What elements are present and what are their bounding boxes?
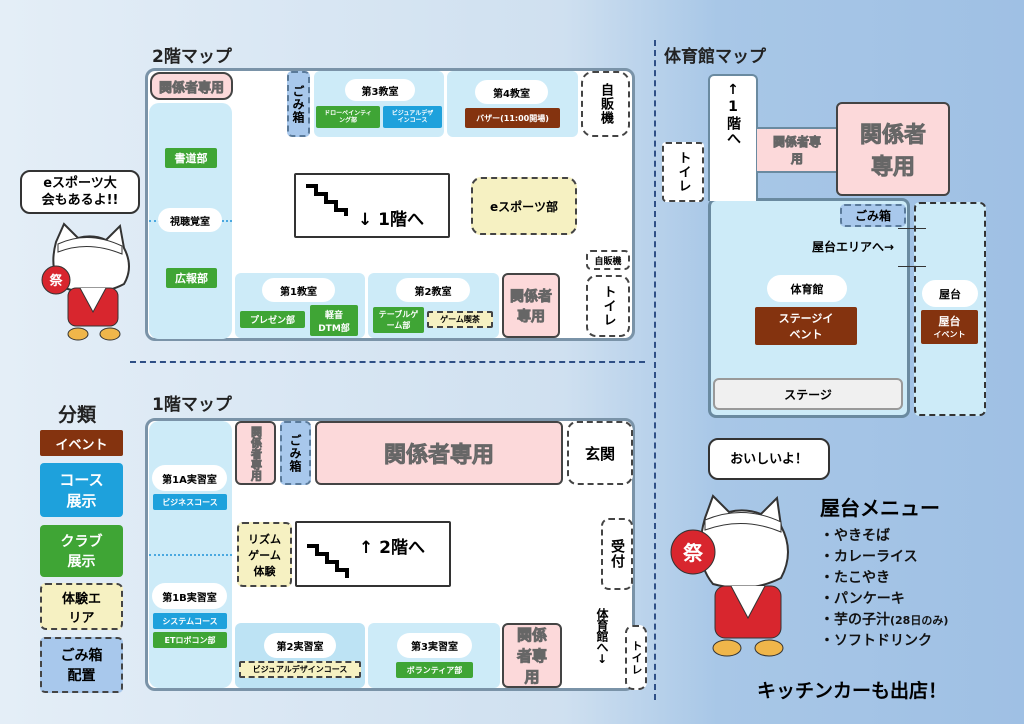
av-room-label: 視聴覚室 <box>158 208 222 232</box>
stall-event-title: 屋台 <box>938 315 961 328</box>
menu-item-note: (28日のみ) <box>890 614 949 627</box>
doorway-mark <box>898 228 926 229</box>
legend-title: 分類 <box>58 404 97 426</box>
light-music-dtm-club: 軽音DTM部 <box>310 305 358 336</box>
legend-course: コース展示 <box>40 463 123 517</box>
stall-label: 屋台 <box>922 280 978 307</box>
toilet: トイレ <box>586 275 630 337</box>
dotted-divider <box>149 554 232 556</box>
floor1-title: 1階マップ <box>152 395 232 415</box>
visual-design-course: ビジュアルデザインコース <box>239 661 361 678</box>
fan-lettering: 祭 <box>682 541 704 565</box>
lab-1b-label: 第1B実習室 <box>152 583 227 609</box>
esports-speech-bubble: eスポーツ大会もあるよ!! <box>20 170 140 214</box>
menu-item: ・カレーライス <box>820 549 918 565</box>
gym-label: 体育館 <box>767 275 847 302</box>
trash-bin: ごみ箱 <box>287 71 310 137</box>
stairs-icon <box>306 184 348 216</box>
calligraphy-club: 書道部 <box>165 148 217 168</box>
to-stall-area-label[interactable]: 屋台エリアへ→ <box>812 240 895 254</box>
menu-item: ・たこやき <box>820 570 890 586</box>
legend-experience: 体験エリア <box>40 583 123 630</box>
legend-trash: ごみ箱配置 <box>40 637 123 693</box>
staff-only-area: 関係者専用 <box>502 273 560 338</box>
classroom-4-label: 第4教室 <box>475 80 548 104</box>
toilet: トイレ <box>625 625 647 690</box>
menu-item: ・芋の子汁(28日のみ) <box>820 610 948 631</box>
stall-menu-title: 屋台メニュー <box>820 496 940 520</box>
reception: 受付 <box>601 518 633 590</box>
stairs-to-floor1[interactable]: ↑1階へ <box>708 74 758 201</box>
stall-event: 屋台 イベント <box>921 310 978 344</box>
stairs-up[interactable]: ↑ 2階へ <box>295 521 451 587</box>
gym-title: 体育館マップ <box>664 47 766 67</box>
doorway-mark <box>898 266 926 267</box>
to-gym-label[interactable]: 体育館へ↓ <box>595 608 609 665</box>
drone-painting-club: ドローペインティング部 <box>316 106 380 128</box>
pr-club: 広報部 <box>166 268 217 288</box>
rhythm-game-experience: リズムゲーム体験 <box>237 522 292 587</box>
menu-item: ・パンケーキ <box>820 591 905 607</box>
staff-only-area: 関係者専用 <box>150 72 233 100</box>
menu-item: ・ソフトドリンク <box>820 633 932 649</box>
stall-menu-list: ・やきそば ・カレーライス ・たこやき ・パンケーキ ・芋の子汁(28日のみ) … <box>820 526 948 652</box>
divider-horizontal <box>130 361 645 363</box>
staff-only-area: 関係者専用 <box>502 623 562 688</box>
stage-event: ステージイベント <box>755 307 857 345</box>
game-cafe: ゲーム喫茶 <box>427 311 493 328</box>
system-course: システムコース <box>153 613 227 629</box>
entrance[interactable]: 玄関 <box>567 421 633 485</box>
legend-event: イベント <box>40 430 123 456</box>
visual-design-course: ビジュアルデザインコース <box>383 106 442 128</box>
staff-only-area: 関係者専用 <box>757 127 837 173</box>
toilet: トイレ <box>662 142 704 202</box>
staff-only-area: 関係者専用 <box>235 421 276 485</box>
business-course: ビジネスコース <box>153 494 227 510</box>
vending-machine: 自販機 <box>581 71 630 137</box>
classroom-3-label: 第3教室 <box>345 79 415 101</box>
kitchen-car-notice: キッチンカーも出店！ <box>757 680 948 702</box>
lab-2-label: 第2実習室 <box>264 633 336 658</box>
tasty-speech-bubble: おいしいよ！ <box>708 438 830 480</box>
trash-bin: ごみ箱 <box>280 421 311 485</box>
menu-item: ・やきそば <box>820 528 890 544</box>
divider-vertical <box>654 40 656 700</box>
stairs-label: ↓ 1階へ <box>358 210 424 230</box>
legend-club: クラブ展示 <box>40 525 123 577</box>
stairs-icon <box>307 544 349 578</box>
tabletop-game-club: テーブルゲーム部 <box>373 307 424 333</box>
staff-only-area-large: 関係者専用 <box>315 421 563 485</box>
lab-3-label: 第3実習室 <box>397 633 472 658</box>
bazaar-event: バザー(11:00開場) <box>465 108 560 128</box>
et-robocon-club: ETロボコン部 <box>153 632 227 648</box>
floor2-title: 2階マップ <box>152 47 232 67</box>
menu-item-label: ・芋の子汁 <box>820 612 890 628</box>
vending-machine-2: 自販機 <box>586 250 630 270</box>
stall-event-sub: イベント <box>933 330 966 339</box>
lab-1a-label: 第1A実習室 <box>152 465 227 491</box>
stairs-label: ↑ 2階へ <box>359 538 425 558</box>
cat-mascot: 祭 <box>670 494 789 657</box>
fan-lettering: 祭 <box>48 273 63 289</box>
stairs-down[interactable]: ↓ 1階へ <box>294 173 450 238</box>
cat-mascot: 祭 <box>41 222 130 341</box>
staff-only-area-large: 関係者専用 <box>836 102 950 196</box>
classroom-1-label: 第1教室 <box>262 278 335 302</box>
esports-club: eスポーツ部 <box>471 177 577 235</box>
trash-bin: ごみ箱 <box>840 204 906 227</box>
stage: ステージ <box>713 378 903 410</box>
stall-area <box>914 202 986 416</box>
presentation-club: プレゼン部 <box>240 311 305 328</box>
volunteer-club: ボランティア部 <box>396 662 473 678</box>
classroom-2-label: 第2教室 <box>396 278 470 302</box>
